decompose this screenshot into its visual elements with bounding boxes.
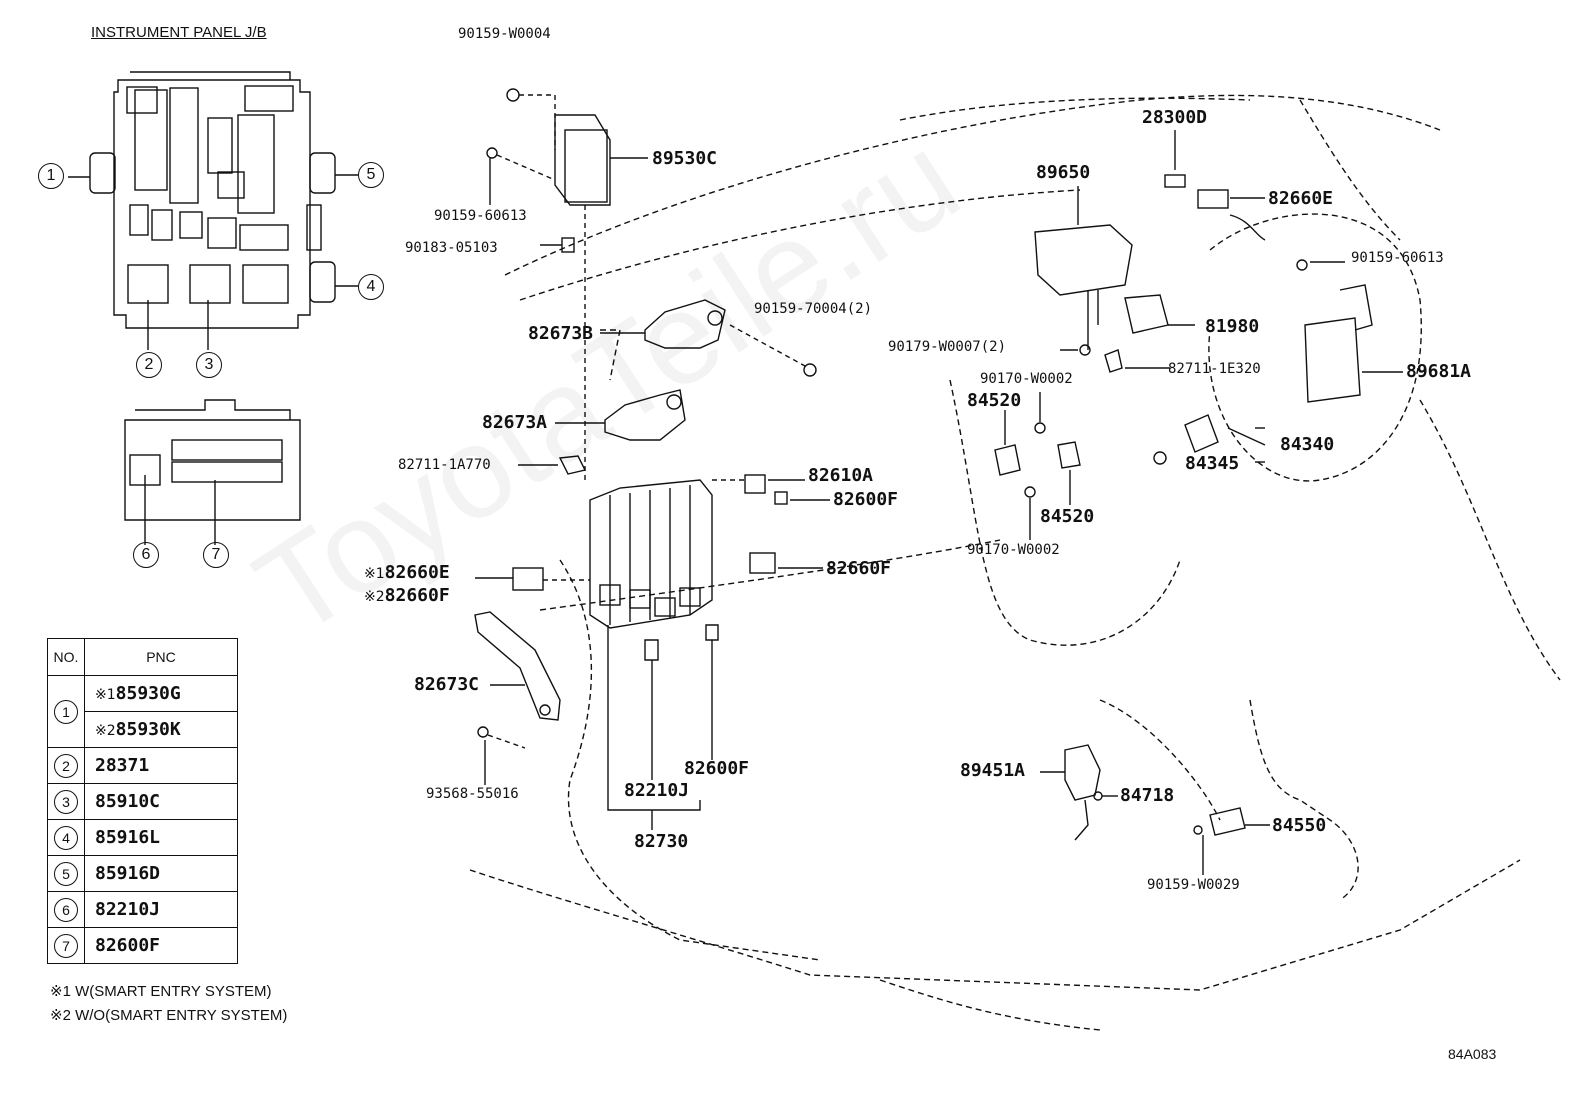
- row-no: 1: [47, 675, 85, 748]
- part-label: 84340: [1280, 434, 1335, 455]
- dashboard-outline: [469, 94, 1561, 1031]
- part-label: 90179-W0007(2): [888, 339, 1007, 355]
- part-label: 82610A: [808, 465, 874, 486]
- row-pnc: 85916D: [84, 855, 238, 892]
- part-label: 84718: [1120, 785, 1175, 806]
- footnote-2: ※2 W/O(SMART ENTRY SYSTEM): [50, 1007, 288, 1024]
- table-row: 4 85916L: [47, 819, 238, 856]
- part-label: 90159-W0004: [458, 26, 551, 42]
- part-label: 90159-70004(2): [754, 301, 873, 317]
- part-label: 90170-W0002: [967, 542, 1060, 558]
- part-label: 84520: [1040, 506, 1095, 527]
- table-row: 7 82600F: [47, 927, 238, 964]
- part-label: 90170-W0002: [980, 371, 1073, 387]
- part-label: 82660E: [384, 562, 450, 583]
- row-pnc: ※185930G: [84, 675, 238, 712]
- part-label: 89650: [1036, 162, 1091, 183]
- part-label: 84520: [967, 390, 1022, 411]
- table-row: 6 82210J: [47, 891, 238, 928]
- callout-7: 7: [203, 542, 229, 568]
- part-label: 93568-55016: [426, 786, 519, 802]
- part-label: 81980: [1205, 316, 1260, 337]
- row-pnc: 85916L: [84, 819, 238, 856]
- table-header-row: NO. PNC: [47, 638, 238, 676]
- part-label: 89681A: [1406, 361, 1472, 382]
- part-label-group: ※282660F: [364, 587, 450, 605]
- part-label: 84345: [1185, 453, 1240, 474]
- note-mark: ※1: [364, 566, 385, 582]
- table-row: 5 85916D: [47, 855, 238, 892]
- part-label: 82600F: [684, 758, 750, 779]
- part-label: 82660E: [1268, 188, 1334, 209]
- row-pnc: 82210J: [84, 891, 238, 928]
- table-row: ※285930K: [48, 711, 238, 748]
- part-label: 82673C: [414, 674, 480, 695]
- part-label: 90183-05103: [405, 240, 498, 256]
- note-mark: ※2: [364, 589, 385, 605]
- part-label: 82660F: [384, 585, 450, 606]
- row-pnc: ※285930K: [84, 711, 238, 748]
- row-no: 6: [47, 891, 85, 928]
- part-label: 82711-1E320: [1168, 361, 1261, 377]
- row-pnc: 82600F: [84, 927, 238, 964]
- row-pnc: 85910C: [84, 783, 238, 820]
- inset-title: INSTRUMENT PANEL J/B: [91, 24, 267, 41]
- part-label: 84550: [1272, 815, 1327, 836]
- callout-1: 1: [38, 163, 64, 189]
- row-no: 2: [47, 747, 85, 784]
- part-label: 90159-60613: [434, 208, 527, 224]
- part-label: 90159-W0029: [1147, 877, 1240, 893]
- header-no: NO.: [47, 638, 85, 676]
- callout-5: 5: [358, 162, 384, 188]
- part-label: 89530C: [652, 148, 718, 169]
- part-label: 82600F: [833, 489, 899, 510]
- part-label: 89451A: [960, 760, 1026, 781]
- table-row: 2 28371: [47, 747, 238, 784]
- part-label: 28300D: [1142, 107, 1208, 128]
- row-no: 3: [47, 783, 85, 820]
- junction-block-top-view: [68, 71, 358, 350]
- junction-block-bottom-view: [124, 399, 301, 545]
- part-shapes: [474, 88, 1403, 875]
- part-label: 90159-60613: [1351, 250, 1444, 266]
- footnote-1: ※1 W(SMART ENTRY SYSTEM): [50, 983, 272, 1000]
- table-row: 3 85910C: [47, 783, 238, 820]
- part-label: 82730: [634, 831, 689, 852]
- row-no: 7: [47, 927, 85, 964]
- part-label: 82210J: [624, 780, 690, 801]
- part-label: 82660F: [826, 558, 892, 579]
- row-pnc: 28371: [84, 747, 238, 784]
- callout-2: 2: [136, 352, 162, 378]
- part-label: 82673A: [482, 412, 548, 433]
- part-label: 82673B: [528, 323, 594, 344]
- row-no: 5: [47, 855, 85, 892]
- part-label: 82711-1A770: [398, 457, 491, 473]
- part-label-group: ※182660E: [364, 564, 450, 582]
- table-row: 1 ※185930G: [47, 675, 238, 748]
- row-no: 4: [47, 819, 85, 856]
- pnc-table: NO. PNC 1 ※185930G ※285930K 2 28371 3 85…: [47, 638, 238, 964]
- callout-4: 4: [358, 274, 384, 300]
- callout-3: 3: [196, 352, 222, 378]
- header-pnc: PNC: [84, 638, 238, 676]
- figure-code: 84A083: [1448, 1046, 1497, 1062]
- callout-6: 6: [133, 542, 159, 568]
